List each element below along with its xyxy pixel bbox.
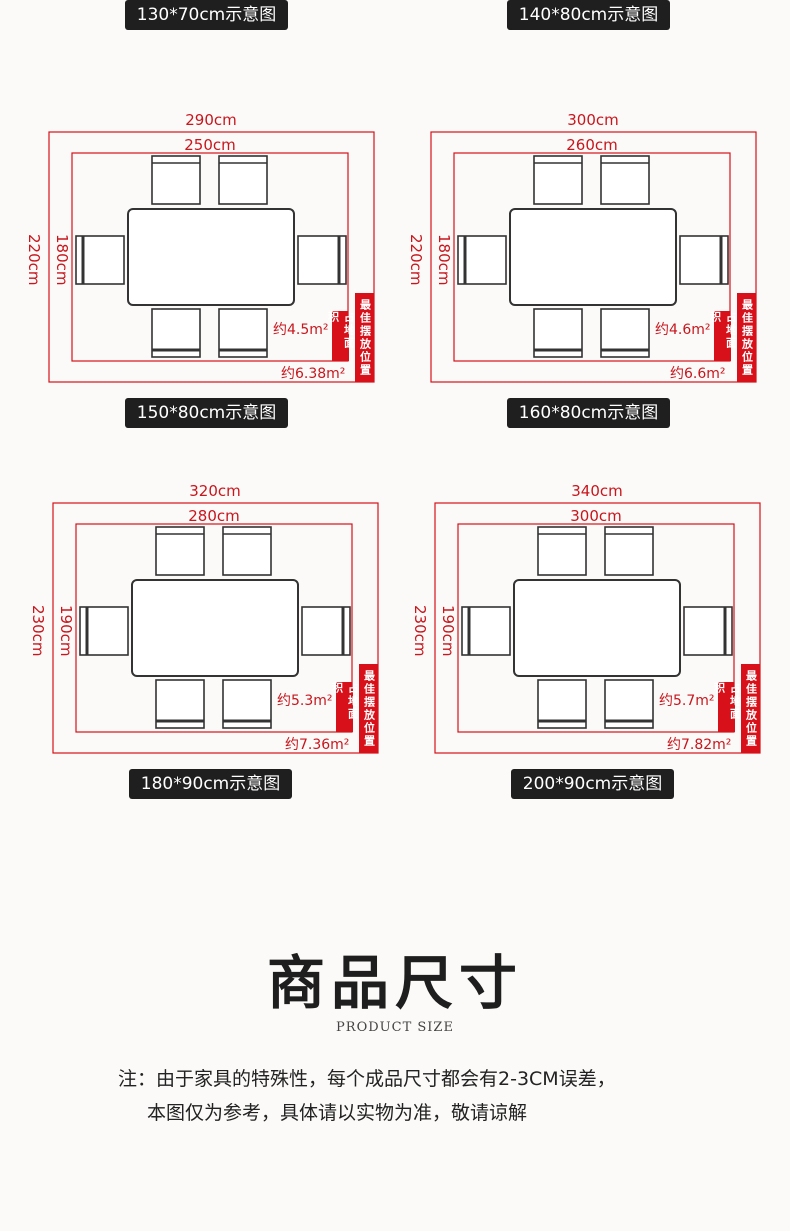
layout-diagram-160x80: 300cm 260cm 220cm 180cm 约4.6m² 约6.6m² 占地… — [402, 108, 762, 398]
caption-160x80: 160*80cm示意图 — [507, 398, 670, 428]
inner-width-label: 300cm — [570, 507, 622, 525]
outer-area-label: 约7.36m² — [285, 737, 350, 753]
layout-drawing — [434, 502, 761, 754]
layout-diagram-200x90: 340cm 300cm 230cm 190cm 约5.7m² 约7.82m² 占… — [406, 479, 766, 769]
caption-150x80: 150*80cm示意图 — [125, 398, 288, 428]
inner-area-label: 约4.5m² — [273, 322, 329, 338]
caption-140x80: 140*80cm示意图 — [507, 0, 670, 30]
outer-width-label: 300cm — [567, 111, 619, 129]
inner-area-label: 约4.6m² — [655, 322, 711, 338]
inner-height-label: 190cm — [57, 605, 75, 657]
best-placement-tag: 最佳摆放位置 — [355, 293, 374, 382]
outer-height-label: 230cm — [411, 605, 429, 657]
inner-width-label: 250cm — [184, 136, 236, 154]
outer-height-label: 220cm — [407, 234, 425, 286]
section-title: 商品尺寸 — [266, 949, 523, 1017]
inner-height-label: 180cm — [53, 234, 71, 286]
best-placement-tag: 最佳摆放位置 — [737, 293, 756, 382]
layout-drawing — [52, 502, 379, 754]
outer-area-label: 约6.6m² — [670, 366, 726, 382]
footprint-tag: 占地面积 — [709, 311, 738, 361]
best-placement-tag: 最佳摆放位置 — [359, 664, 378, 753]
best-placement-tag: 最佳摆放位置 — [741, 664, 760, 753]
inner-height-label: 190cm — [439, 605, 457, 657]
outer-width-label: 290cm — [185, 111, 237, 129]
inner-height-label: 180cm — [435, 234, 453, 286]
note-line-1: 注：由于家具的特殊性，每个成品尺寸都会有2-3CM误差， — [118, 1068, 616, 1090]
caption-180x90: 180*90cm示意图 — [129, 769, 292, 799]
outer-width-label: 340cm — [571, 482, 623, 500]
layout-drawing — [48, 131, 375, 383]
inner-area-label: 约5.7m² — [659, 693, 715, 709]
outer-height-label: 220cm — [25, 234, 43, 286]
footprint-tag: 占地面积 — [331, 682, 360, 732]
section-subtitle: PRODUCT SIZE — [336, 1020, 454, 1035]
footprint-tag: 占地面积 — [327, 311, 356, 361]
layout-drawing — [430, 131, 757, 383]
caption-200x90: 200*90cm示意图 — [511, 769, 674, 799]
outer-height-label: 230cm — [29, 605, 47, 657]
inner-width-label: 280cm — [188, 507, 240, 525]
outer-area-label: 约6.38m² — [281, 366, 346, 382]
layout-diagram-180x90: 320cm 280cm 230cm 190cm 约5.3m² 约7.36m² 占… — [24, 479, 384, 769]
caption-130x70: 130*70cm示意图 — [125, 0, 288, 30]
inner-width-label: 260cm — [566, 136, 618, 154]
footprint-tag: 占地面积 — [713, 682, 742, 732]
layout-diagram-150x80: 290cm 250cm 220cm 180cm 约4.5m² 约6.38m² 占… — [20, 108, 380, 398]
outer-width-label: 320cm — [189, 482, 241, 500]
note-line-2: 本图仅为参考，具体请以实物为准，敬请谅解 — [147, 1102, 528, 1124]
outer-area-label: 约7.82m² — [667, 737, 732, 753]
inner-area-label: 约5.3m² — [277, 693, 333, 709]
